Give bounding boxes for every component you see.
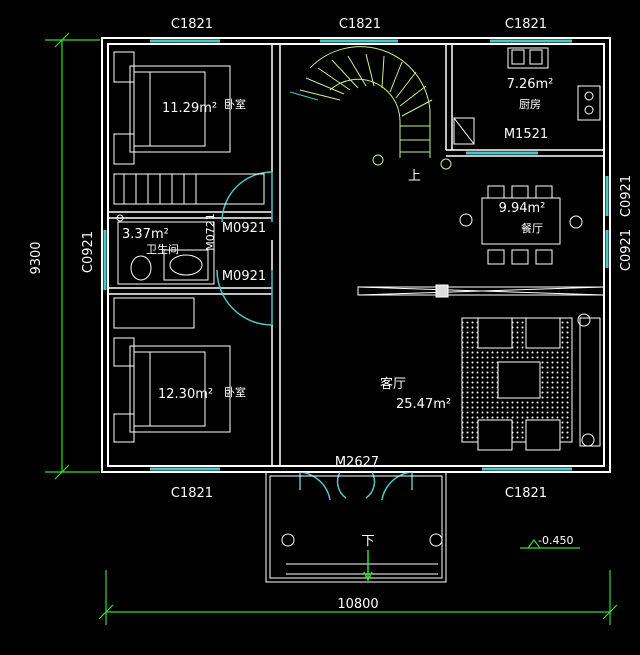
- window-label-bottom-right: C1821: [505, 486, 547, 501]
- bed-lower: [113, 297, 231, 443]
- kitchen-fixtures: [453, 47, 601, 145]
- interior-walls: [108, 44, 604, 466]
- spiral-stair: [289, 46, 452, 170]
- door-label-bathroom: M0921: [222, 269, 266, 284]
- beam: [357, 284, 605, 298]
- door-label-kitchen: M1521: [504, 127, 548, 142]
- window-label-top-right: C1821: [505, 17, 547, 32]
- room-area-dining: 9.94m²: [499, 201, 546, 216]
- room-name-kitchen: 厨房: [519, 98, 541, 111]
- room-area-living: 25.47m²: [396, 397, 451, 412]
- window-label-right-upper: C0921: [619, 175, 634, 217]
- door-swings: [216, 171, 413, 501]
- dimension-horizontal: [98, 570, 618, 625]
- door-label-bedroom-upper: M0921: [222, 221, 266, 236]
- stair-up-label: 上: [408, 169, 421, 184]
- room-name-bedroom-upper: 卧室: [224, 97, 246, 111]
- entrance-arrow: [363, 550, 373, 582]
- dining-table: [459, 185, 583, 265]
- dimension-height-label: 9300: [29, 241, 44, 274]
- bathroom-fixtures: [116, 214, 215, 285]
- window-label-left-wall: C0921: [81, 231, 96, 273]
- door-label-bathroom-side: M0721: [204, 213, 217, 251]
- room-area-bedroom-lower: 12.30m²: [158, 387, 213, 402]
- porch: [265, 471, 447, 583]
- room-area-kitchen: 7.26m²: [507, 77, 554, 92]
- stair-down-label: 下: [361, 534, 374, 549]
- living-room-furniture: [461, 313, 601, 451]
- window-marks: [103, 39, 609, 471]
- room-name-dining: 餐厅: [521, 221, 543, 235]
- dimension-width-label: 10800: [337, 597, 378, 612]
- room-name-living: 客厅: [380, 376, 406, 392]
- window-label-right-lower: C0921: [619, 229, 634, 271]
- dimension-vertical: [45, 32, 100, 480]
- window-label-bottom-left: C1821: [171, 486, 213, 501]
- window-label-top-left: C1821: [171, 17, 213, 32]
- level-marker: [520, 539, 580, 549]
- bed-upper: [113, 51, 265, 205]
- room-name-bedroom-lower: 卧室: [224, 385, 246, 399]
- room-area-bedroom-upper: 11.29m²: [162, 101, 217, 116]
- room-area-bathroom: 3.37m²: [122, 227, 169, 242]
- window-label-top-middle: C1821: [339, 17, 381, 32]
- room-name-bathroom: 卫生间: [146, 242, 179, 256]
- level-value: -0.450: [538, 534, 573, 547]
- door-label-entrance: M2627: [335, 455, 379, 470]
